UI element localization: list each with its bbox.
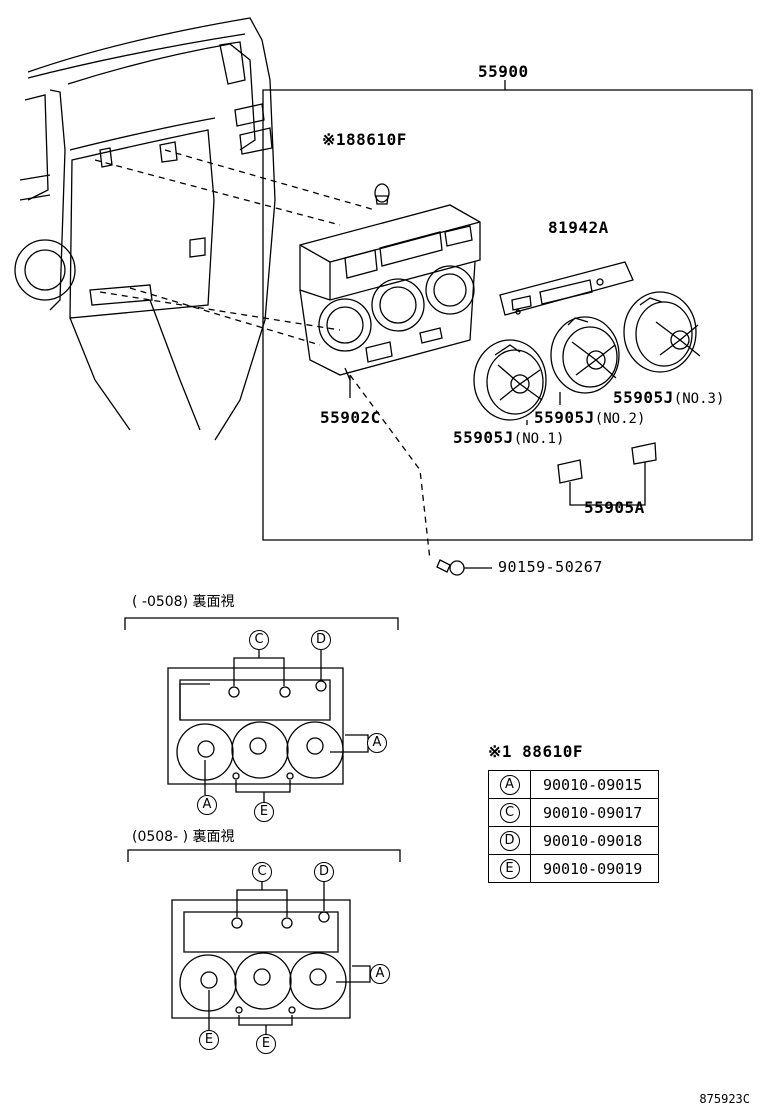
row-value: 90010-09015 [530,770,659,799]
dashboard-outline [14,17,276,441]
marker-d-bottom: D [314,862,334,882]
knob-no1-drawing [473,339,547,421]
marker-e-bottom-right: E [256,1034,276,1054]
bulb-table-title: ※1 88610F [488,742,583,761]
marker-c-top: C [249,630,269,650]
panel-plate-drawing [499,261,634,316]
marker-e-bottom-left: E [199,1030,219,1050]
buttons-drawing [557,442,657,506]
top-view-caption: ( -0508) 裏面視 [132,594,235,610]
table-row: C 90010-09017 [488,798,659,827]
row-key: A [499,775,520,795]
back-view-top-drawing [124,617,399,802]
knob-no2-drawing [550,316,620,394]
drawing-code: 875923C [699,1092,750,1106]
table-row: D 90010-09018 [488,826,659,855]
row-key: E [499,859,520,879]
knob-no3-label: 55905J(NO.3) [613,388,725,407]
bottom-view-caption: (0508- ) 裏面視 [132,829,235,845]
row-value: 90010-09017 [530,798,659,827]
marker-a-bottom: A [370,964,390,984]
row-value: 90010-09018 [530,826,659,855]
assembly-part-label: 55900 [478,62,529,81]
marker-e-top: E [254,802,274,822]
leader-lines [94,149,431,561]
marker-a-top-right: A [367,733,387,753]
marker-a-top-bottom: A [197,795,217,815]
screw-part-label: 90159-50267 [498,558,603,576]
row-key: C [499,803,520,823]
knob-no3-drawing [623,291,701,373]
bulb-icon [374,183,390,205]
marker-c-bottom: C [252,862,272,882]
bulb-reference-table: A 90010-09015 C 90010-09017 D 90010-0901… [488,770,659,883]
button-part-label: 55905A [584,498,645,517]
panel-housing-drawing [299,204,481,381]
assembly-bracket [262,80,753,541]
screw-icon [436,559,492,576]
label-leaders [349,375,561,425]
panel-housing-label: 55902C [320,408,381,427]
row-key: D [499,831,520,851]
row-value: 90010-09019 [530,854,659,883]
bulb-note-label: ※188610F [322,130,407,149]
back-view-bottom-drawing [127,849,401,1034]
knob-no2-label: 55905J(NO.2) [534,408,646,427]
table-row: A 90010-09015 [488,770,659,799]
panel-plate-label: 81942A [548,218,609,237]
knob-no1-label: 55905J(NO.1) [453,428,565,447]
table-row: E 90010-09019 [488,854,659,883]
marker-d-top: D [311,630,331,650]
